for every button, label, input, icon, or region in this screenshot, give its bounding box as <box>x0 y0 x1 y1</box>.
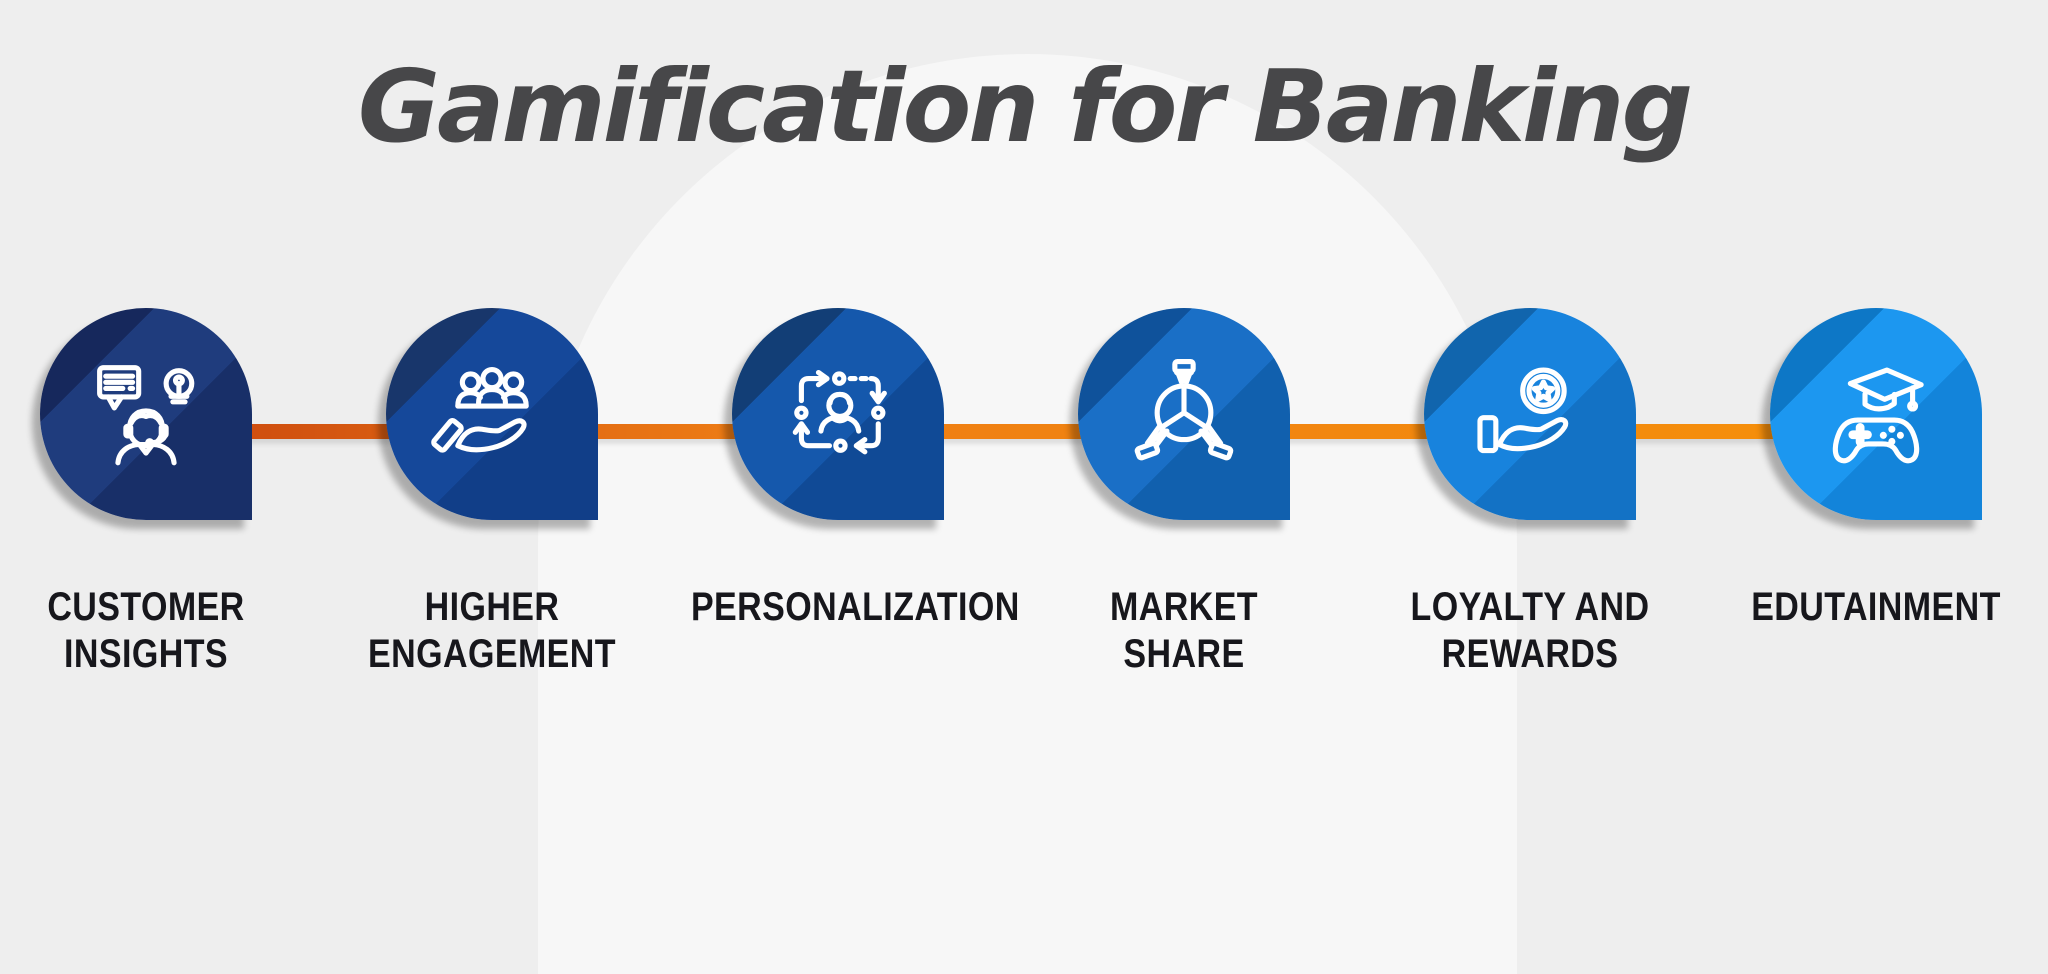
label-line: PERSONALIZATION <box>690 585 1020 629</box>
label-line: ENGAGEMENT <box>368 632 616 677</box>
hand-badge-star-icon <box>1477 367 1569 454</box>
node-customer-insights <box>40 308 252 520</box>
label-line: HIGHER <box>424 585 560 629</box>
node-higher-engagement <box>386 308 598 520</box>
customer-insights-icon <box>97 365 195 466</box>
node-edutainment <box>1770 308 1982 520</box>
gamepad-graduation-icon <box>1832 367 1924 464</box>
background-arch <box>538 54 1517 974</box>
node-label-personalization: PERSONALIZATION <box>690 584 1020 631</box>
node-loyalty-rewards <box>1424 308 1636 520</box>
label-line: CUSTOMER <box>47 585 245 629</box>
node-label-loyalty-rewards: LOYALTY AND REWARDS <box>1383 584 1677 678</box>
label-line: SHARE <box>1123 632 1245 677</box>
group-on-hand-icon <box>431 367 529 453</box>
node-personalization <box>732 308 944 520</box>
pie-share-hands-icon <box>1134 358 1234 461</box>
node-label-customer-insights: CUSTOMER INSIGHTS <box>0 584 293 678</box>
label-line: MARKET <box>1110 585 1258 629</box>
label-line: INSIGHTS <box>64 632 228 677</box>
page-title: Gamification for Banking <box>357 48 1693 165</box>
node-label-edutainment: EDUTAINMENT <box>1729 584 2023 631</box>
label-line: LOYALTY AND <box>1410 585 1650 629</box>
label-line: EDUTAINMENT <box>1751 585 2001 629</box>
label-line: REWARDS <box>1441 632 1619 677</box>
node-label-higher-engagement: HIGHER ENGAGEMENT <box>345 584 639 678</box>
node-label-market-share: MARKET SHARE <box>1037 584 1331 678</box>
user-cycle-icon <box>792 369 887 455</box>
node-market-share <box>1078 308 1290 520</box>
